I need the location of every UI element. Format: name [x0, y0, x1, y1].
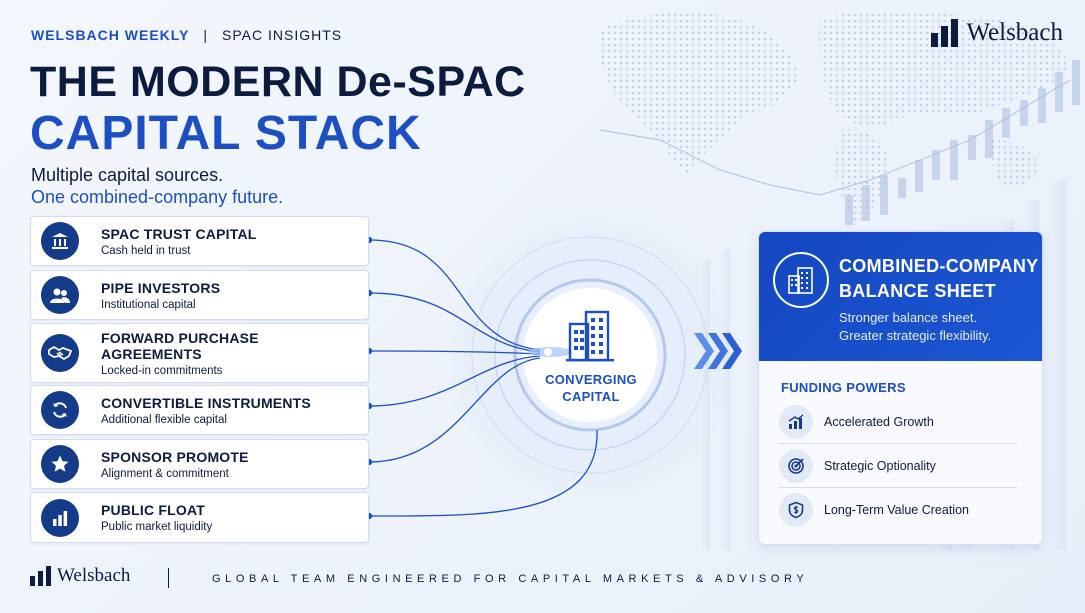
source-sponsor-promote: SPONSOR PROMOTE Alignment & commitment [30, 439, 369, 489]
source-name: SPAC TRUST CAPITAL [101, 225, 257, 242]
footer-tagline: GLOBAL TEAM ENGINEERED FOR CAPITAL MARKE… [212, 573, 809, 585]
page-title-line1: THE MODERN De-SPAC [30, 58, 526, 106]
tagline-line1: Multiple capital sources. [31, 165, 224, 185]
panel-title-line2: BALANCE SHEET [839, 281, 996, 301]
source-desc: Institutional capital [101, 298, 196, 311]
shield-dollar-icon [779, 493, 813, 527]
balance-sheet-panel: COMBINED-COMPANY BALANCE SHEET Stronger … [758, 231, 1043, 545]
brand-logo: Welsbach [931, 19, 1063, 47]
power-label: Strategic Optionality [824, 458, 936, 473]
source-desc: Cash held in trust [101, 244, 191, 257]
panel-header: COMBINED-COMPANY BALANCE SHEET Stronger … [759, 232, 1042, 361]
source-desc: Locked-in commitments [101, 364, 223, 377]
source-desc: Additional flexible capital [101, 413, 227, 426]
brand-name: Welsbach [966, 19, 1063, 46]
eyebrow-section: SPAC INSIGHTS [222, 27, 343, 43]
panel-desc-line2: Greater strategic flexibility. [839, 328, 992, 343]
panel-title-line1: COMBINED-COMPANY [839, 256, 1039, 276]
page-title-line2: CAPITAL STACK [30, 107, 422, 160]
growth-chart-icon [779, 404, 813, 439]
source-name: PUBLIC FLOAT [101, 502, 206, 518]
source-name: FORWARD PURCHASE [101, 329, 259, 346]
footer-divider [168, 568, 169, 588]
source-spac-trust: SPAC TRUST CAPITAL Cash held in trust [30, 216, 369, 266]
refresh-icon [41, 391, 79, 429]
candlestick-decoration [845, 60, 1080, 225]
footer-brand-logo: Welsbach [30, 565, 130, 587]
source-desc: Public market liquidity [101, 521, 213, 533]
star-icon [41, 445, 79, 483]
power-label: Long-Term Value Creation [824, 503, 969, 517]
target-icon [779, 448, 813, 483]
tagline-line2: One combined-company future. [31, 187, 284, 207]
building-icon [566, 310, 614, 362]
source-name-line2: AGREEMENTS [101, 345, 202, 362]
bar-chart-icon [41, 498, 79, 537]
logo-bars-icon [931, 19, 959, 47]
source-name: PIPE INVESTORS [101, 279, 221, 296]
hub-label: CONVERGING CAPITAL [531, 371, 651, 405]
power-item: Accelerated Growth [779, 400, 1017, 444]
hub-label-line1: CONVERGING [545, 372, 637, 387]
source-desc: Alignment & commitment [101, 467, 229, 480]
power-item: Strategic Optionality [779, 444, 1017, 488]
eyebrow-publication: WELSBACH WEEKLY [31, 27, 190, 43]
source-pipe-investors: PIPE INVESTORS Institutional capital [30, 270, 369, 320]
source-forward-purchase: FORWARD PURCHASE AGREEMENTS Locked-in co… [30, 323, 369, 383]
power-label: Accelerated Growth [824, 414, 934, 429]
funding-powers-label: FUNDING POWERS [781, 380, 906, 395]
handshake-icon [41, 334, 79, 372]
chevron-right-icon [694, 333, 742, 369]
footer-brand-name: Welsbach [57, 565, 131, 586]
source-name: CONVERTIBLE INSTRUMENTS [101, 394, 311, 411]
eyebrow: WELSBACH WEEKLY | SPAC INSIGHTS [31, 27, 342, 43]
eyebrow-separator: | [203, 27, 209, 43]
source-public-float: PUBLIC FLOAT Public market liquidity [30, 492, 369, 543]
users-icon [41, 276, 79, 314]
logo-bars-icon [30, 566, 51, 586]
panel-desc-line1: Stronger balance sheet. [839, 310, 978, 325]
building-icon [773, 252, 829, 308]
source-name: SPONSOR PROMOTE [101, 448, 249, 465]
source-convertible: CONVERTIBLE INSTRUMENTS Additional flexi… [30, 385, 369, 435]
bank-icon [41, 222, 79, 260]
power-item: Long-Term Value Creation [779, 488, 1017, 532]
hub-label-line2: CAPITAL [562, 389, 620, 404]
